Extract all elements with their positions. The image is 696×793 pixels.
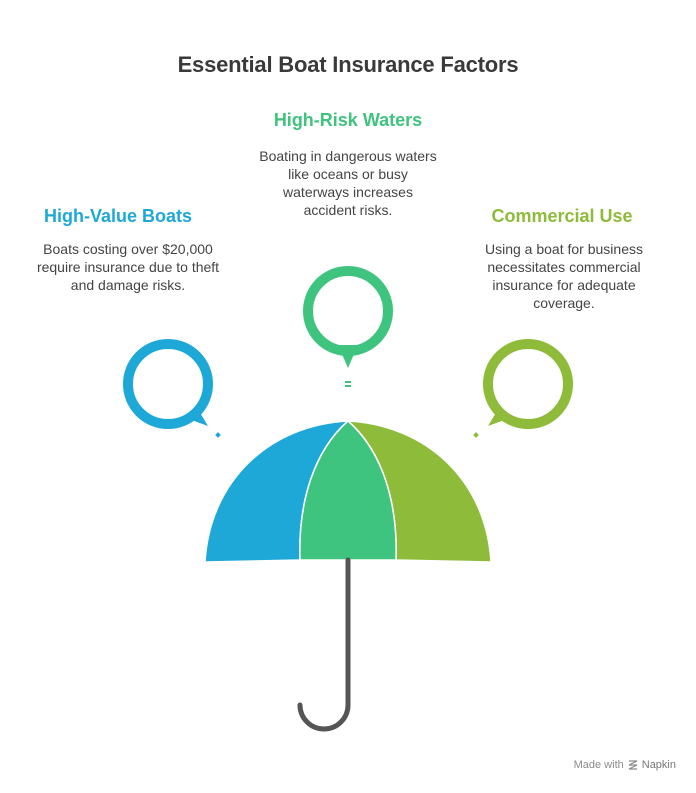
speech-bubble-icon bbox=[123, 339, 221, 438]
napkin-credit: Made with Napkin bbox=[574, 759, 676, 771]
factor-description-high-risk-waters: Boating in dangerous waters like oceans … bbox=[259, 148, 437, 218]
napkin-logo-icon bbox=[628, 760, 638, 770]
page-title: Essential Boat Insurance Factors bbox=[177, 52, 519, 77]
speech-bubble-icon bbox=[473, 339, 573, 438]
factor-heading-high-value-boats: High-Value Boats bbox=[43, 206, 193, 226]
napkin-brand-label: Napkin bbox=[641, 759, 676, 771]
umbrella-handle bbox=[297, 557, 351, 732]
umbrella-icon bbox=[204, 420, 492, 732]
factor-description-high-value-boats: Boats costing over $20,000 require insur… bbox=[36, 241, 220, 293]
factor-description-commercial-use: Using a boat for business necessitates c… bbox=[485, 241, 643, 311]
speech-bubble-icon bbox=[303, 266, 393, 387]
factor-heading-commercial-use: Commercial Use bbox=[491, 206, 633, 226]
made-with-label: Made with bbox=[573, 759, 624, 771]
factor-heading-high-risk-waters: High-Risk Waters bbox=[273, 110, 423, 130]
